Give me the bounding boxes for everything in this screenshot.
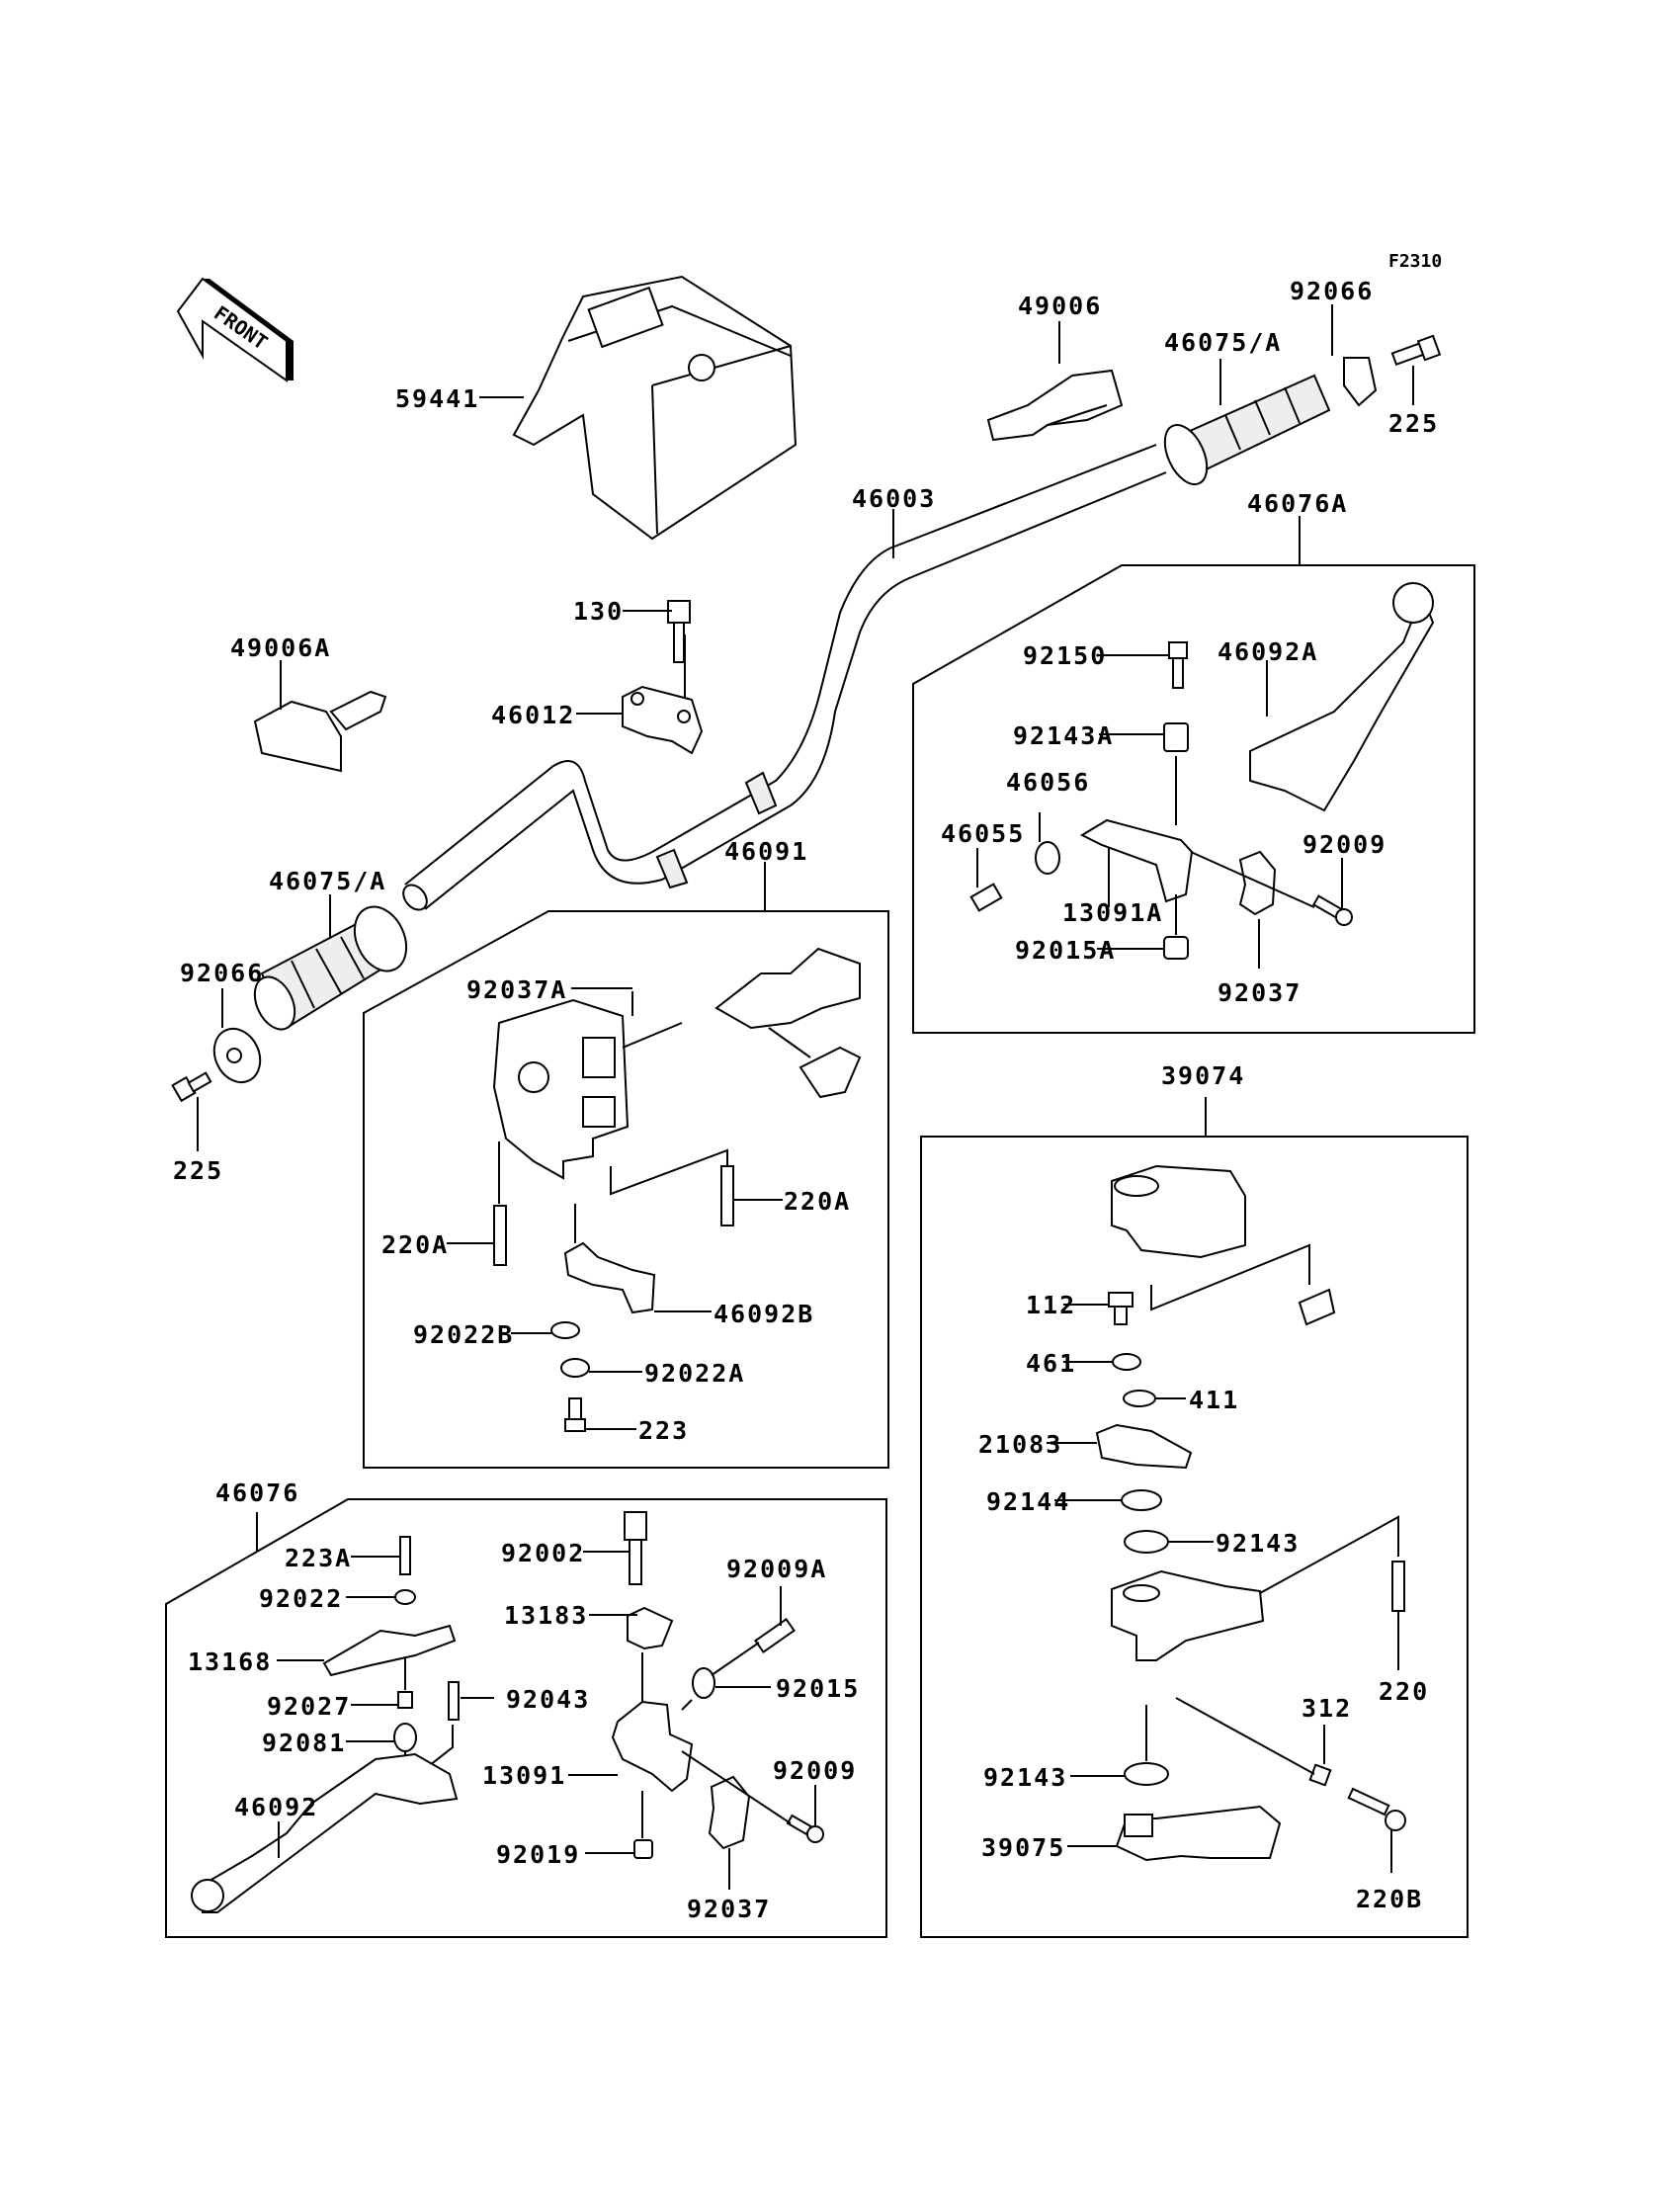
label-39074: 39074 <box>1161 1061 1245 1090</box>
label-46055: 46055 <box>941 819 1025 848</box>
group-39074-box: 39074 112 461 411 21083 92144 92143 <box>920 1061 1469 1938</box>
part-13168-bracket <box>322 1624 457 1677</box>
label-92037A: 92037A <box>466 975 567 1004</box>
group-46076A-box: 46076A 46092A 92150 92143A 13091A 46056 … <box>912 489 1475 1034</box>
label-312: 312 <box>1302 1694 1352 1723</box>
label-46076A: 46076A <box>1247 489 1348 518</box>
part-13091A-bracket <box>1079 818 1194 903</box>
part-92037-clamp-b <box>708 1775 751 1850</box>
part-46075A-left-grip <box>253 905 408 1031</box>
part-225-left-bolt <box>171 1071 212 1103</box>
part-59441-cover <box>512 275 798 541</box>
label-92143A: 92143A <box>1013 721 1114 750</box>
part-92066-left-weight <box>212 1027 262 1084</box>
label-59441: 59441 <box>395 384 479 413</box>
label-39075: 39075 <box>981 1833 1065 1862</box>
figure-code: F2310 <box>1388 251 1442 272</box>
front-arrow-icon: FRONT <box>176 277 294 382</box>
group-46091-box: 46091 92037A 220A 220A 46092B 9202 <box>363 837 889 1469</box>
label-46092B: 46092B <box>714 1300 814 1328</box>
part-13183-bracket <box>627 1606 674 1650</box>
label-92009-b: 92009 <box>773 1756 857 1785</box>
part-46092B-lever <box>563 1241 656 1314</box>
label-92037-b: 92037 <box>687 1895 771 1923</box>
label-92022: 92022 <box>259 1584 343 1613</box>
label-225-left: 225 <box>173 1156 223 1185</box>
label-92143-a: 92143 <box>1216 1529 1300 1558</box>
label-411: 411 <box>1189 1386 1239 1414</box>
group-46076-box: 46076 223A 92022 13168 92027 92043 92081 <box>165 1479 887 1938</box>
label-49006A: 49006A <box>230 634 331 662</box>
label-46012: 46012 <box>491 701 575 729</box>
label-92144: 92144 <box>986 1487 1070 1516</box>
part-46003-handlebar <box>402 444 1167 911</box>
part-13091-bracket <box>611 1700 694 1793</box>
label-92143-b: 92143 <box>983 1763 1067 1792</box>
label-13183: 13183 <box>504 1601 588 1630</box>
label-46092: 46092 <box>234 1793 318 1821</box>
label-46075A-right: 46075/A <box>1164 328 1282 357</box>
label-220: 220 <box>1379 1677 1429 1706</box>
part-46012-holder <box>622 685 704 755</box>
label-220A-right: 220A <box>784 1187 851 1216</box>
label-92002: 92002 <box>501 1539 585 1567</box>
label-92081: 92081 <box>262 1729 346 1757</box>
label-46056: 46056 <box>1006 768 1090 797</box>
label-46092A: 46092A <box>1218 637 1318 666</box>
label-46075A-left: 46075/A <box>269 867 386 895</box>
label-92027: 92027 <box>267 1692 351 1721</box>
label-92037-a: 92037 <box>1218 978 1302 1007</box>
part-46092-lever <box>196 1752 459 1913</box>
label-92066-left: 92066 <box>180 959 264 987</box>
part-21083-plate <box>1095 1423 1193 1470</box>
label-92150: 92150 <box>1023 641 1107 670</box>
label-92015: 92015 <box>776 1674 860 1703</box>
label-92022B: 92022B <box>413 1320 514 1349</box>
part-46075A-right-grip <box>1163 374 1331 485</box>
part-92066-right-weight <box>1343 357 1378 407</box>
label-112: 112 <box>1026 1291 1076 1319</box>
label-92009-a: 92009 <box>1302 830 1386 859</box>
label-13168: 13168 <box>188 1648 272 1676</box>
part-49006-housing <box>986 369 1124 442</box>
label-461: 461 <box>1026 1349 1076 1378</box>
label-92022A: 92022A <box>644 1359 745 1388</box>
label-46076: 46076 <box>215 1479 299 1507</box>
label-13091A: 13091A <box>1062 898 1163 927</box>
label-49006: 49006 <box>1018 292 1102 320</box>
part-49006A-housing <box>253 690 387 773</box>
label-223A: 223A <box>285 1544 352 1572</box>
label-46091: 46091 <box>724 837 808 866</box>
part-throttle-lower-housing <box>1111 1569 1265 1661</box>
part-switch-housing <box>492 998 630 1180</box>
label-13091: 13091 <box>482 1761 566 1790</box>
label-21083: 21083 <box>978 1430 1062 1459</box>
part-225-right-bolt <box>1390 334 1442 367</box>
label-92019: 92019 <box>496 1840 580 1869</box>
label-223: 223 <box>638 1416 689 1445</box>
label-92015A: 92015A <box>1015 936 1116 965</box>
label-220B: 220B <box>1356 1885 1423 1913</box>
label-225-right: 225 <box>1388 409 1439 438</box>
label-92066-right: 92066 <box>1290 277 1374 305</box>
label-130: 130 <box>573 597 624 626</box>
part-92037-clamp <box>1238 850 1277 916</box>
part-46092A-lever <box>1249 596 1435 812</box>
label-92009A: 92009A <box>726 1555 827 1583</box>
label-46003: 46003 <box>852 484 936 513</box>
label-220A-left: 220A <box>381 1230 449 1259</box>
label-92043: 92043 <box>506 1685 590 1714</box>
